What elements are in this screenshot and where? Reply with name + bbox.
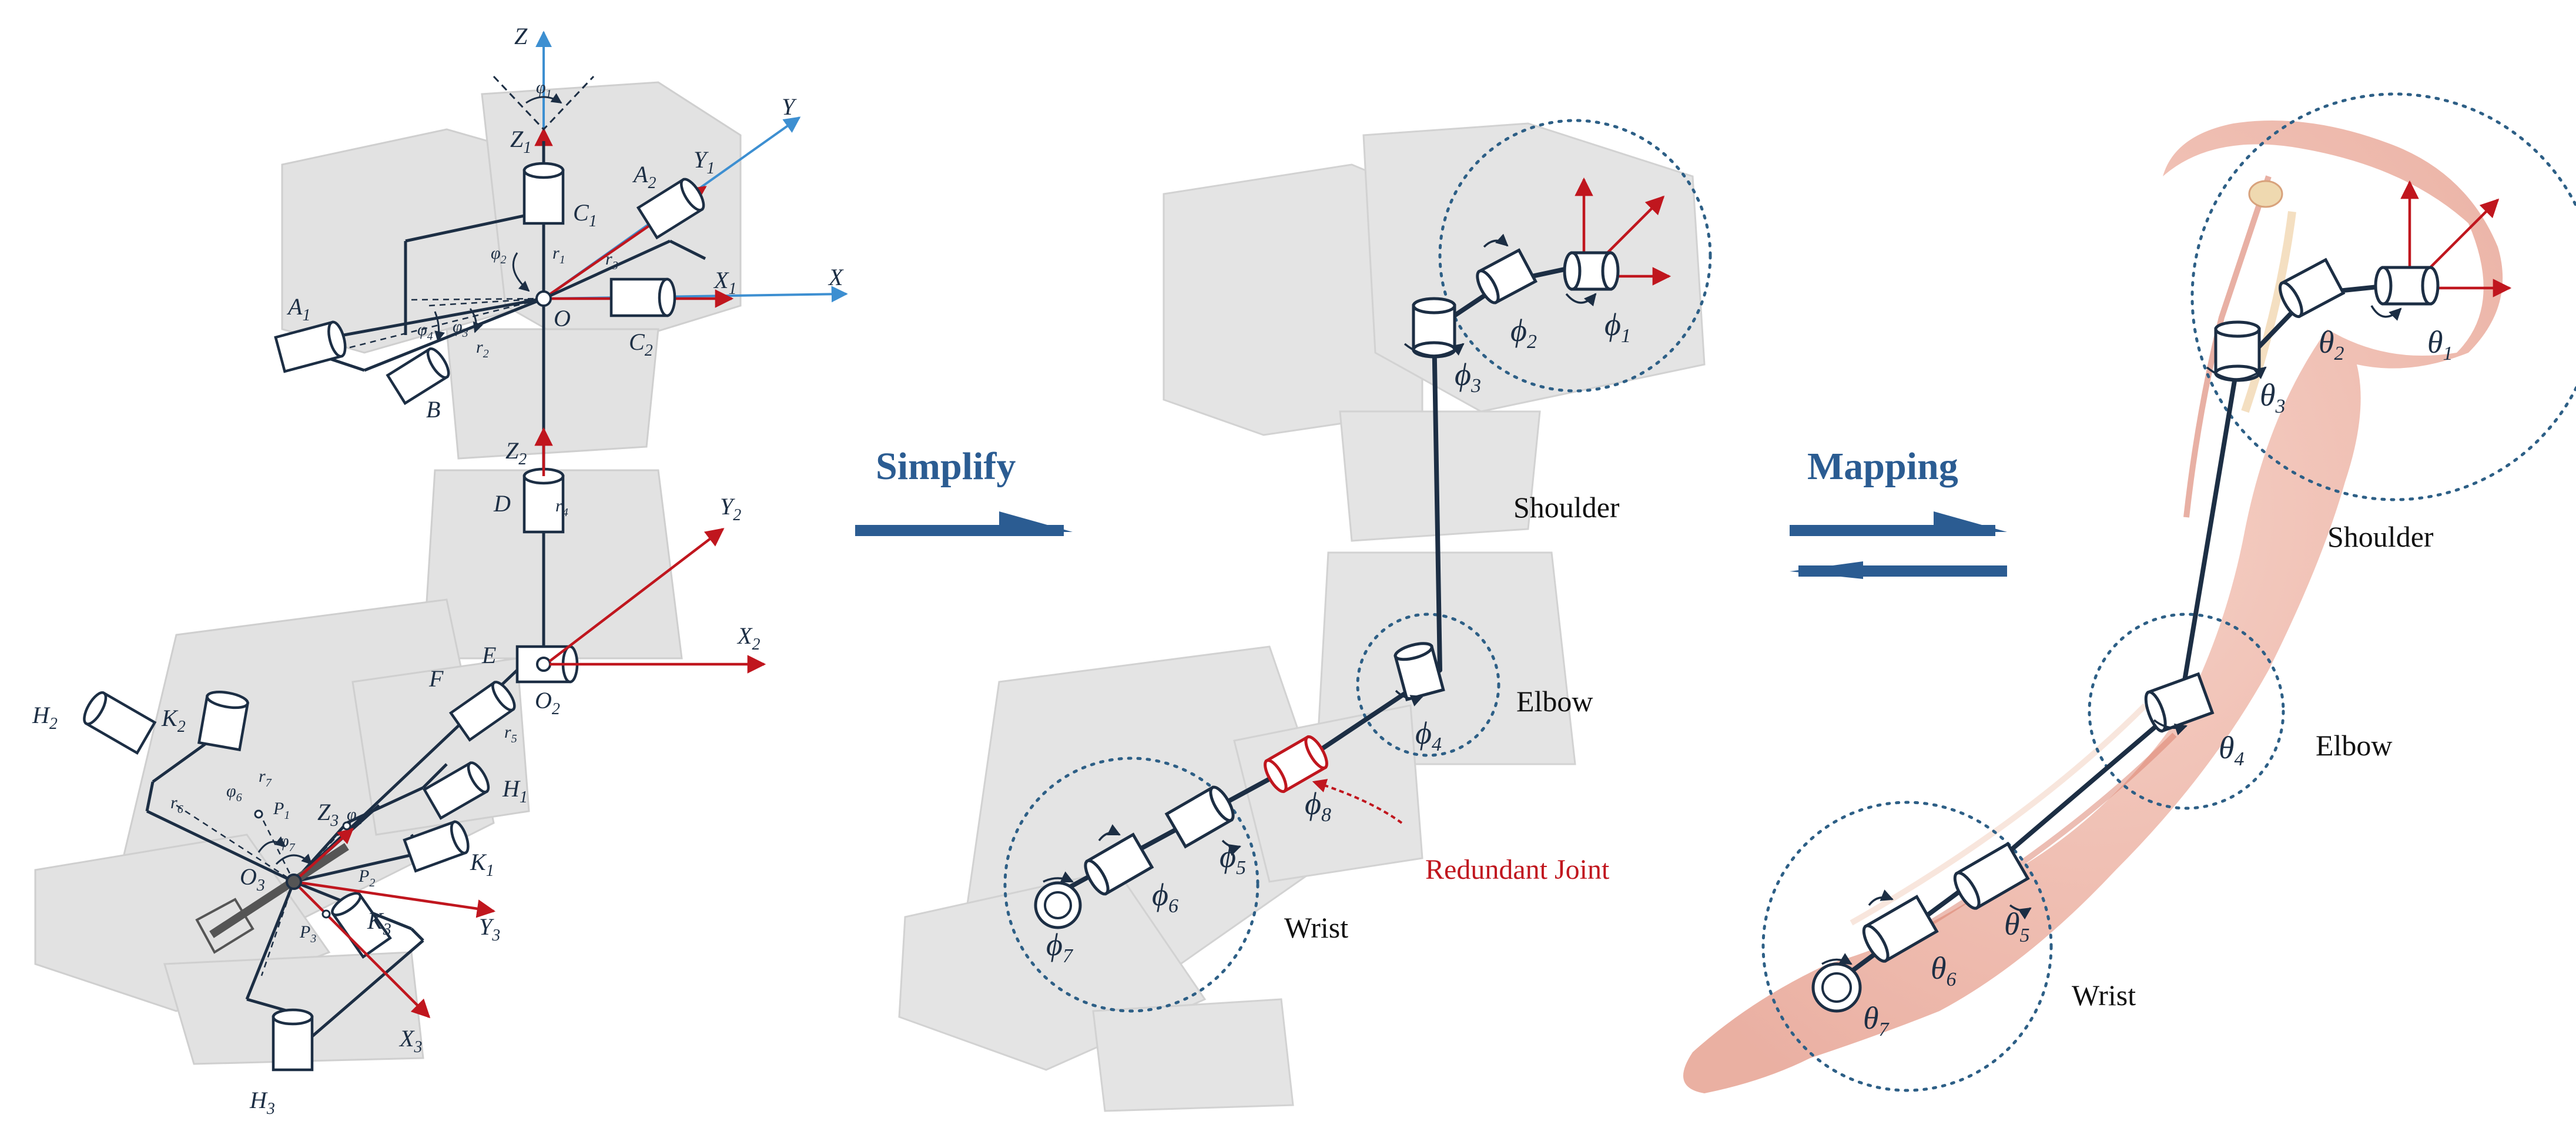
mid-label-phi8: ϕ8 — [1305, 786, 1331, 826]
label-point-B: B — [426, 396, 440, 423]
right-label-theta4: θ4 — [2219, 730, 2245, 770]
axis-Z3 — [293, 828, 354, 883]
label-point-H1: H1 — [502, 775, 528, 806]
mapping-arrows: Mapping — [1790, 445, 2007, 579]
label-Y3: Y3 — [479, 913, 500, 945]
label-point-D: D — [493, 490, 511, 517]
label-phi7: φ7 — [279, 831, 296, 854]
mid-label-phi6: ϕ6 — [1152, 877, 1178, 917]
label-axis-Y: Y — [782, 93, 797, 120]
axis-X3 — [293, 881, 431, 1019]
mid-wrist-label: Wrist — [1284, 911, 1348, 944]
label-point-F: F — [428, 665, 444, 692]
label-point-O3: O3 — [240, 863, 265, 895]
mid-label-phi3: ϕ3 — [1455, 357, 1481, 397]
label-Z2: Z2 — [505, 437, 527, 468]
mid-label-phi4: ϕ4 — [1415, 715, 1442, 755]
right-shoulder-circle — [2190, 92, 2576, 501]
mid-label-phi7: ϕ7 — [1046, 927, 1074, 967]
redundant-joint-cylinder — [1264, 735, 1328, 794]
right-wrist-label: Wrist — [2072, 979, 2136, 1012]
label-phi4: φ4 — [417, 320, 433, 343]
simplify-arrow: Simplify — [855, 445, 1073, 536]
label-r2: r2 — [476, 337, 489, 360]
label-r6: r6 — [170, 793, 183, 816]
label-point-K2: K2 — [161, 705, 186, 736]
label-point-E: E — [481, 642, 496, 668]
left-ghost-robot — [34, 81, 742, 1065]
label-Z3: Z3 — [317, 799, 339, 830]
right-label-theta6: θ6 — [1931, 950, 1957, 990]
axis-Y2 — [548, 528, 725, 662]
label-X2: X2 — [736, 622, 760, 654]
label-r3: r3 — [605, 249, 618, 272]
middle-wrist-circle — [1003, 757, 1259, 1013]
right-elbow-circle — [2088, 612, 2285, 810]
label-point-H3: H3 — [249, 1087, 275, 1118]
right-elbow-label: Elbow — [2316, 729, 2393, 762]
label-r7: r7 — [259, 767, 272, 789]
label-X3: X3 — [398, 1025, 422, 1056]
label-axis-Z: Z — [514, 23, 528, 49]
mid-shoulder-label: Shoulder — [1513, 491, 1620, 524]
mapping-label: Mapping — [1807, 445, 1958, 488]
label-point-A1: A1 — [286, 293, 310, 324]
middle-ghost-robot — [898, 122, 1706, 1112]
right-label-theta3: θ3 — [2260, 377, 2286, 417]
right-label-theta2: θ2 — [2319, 324, 2344, 364]
right-panel-human-arm: θ1 θ2 θ3 θ4 θ5 θ6 θ7 Shoulder Elbow Wris… — [1683, 92, 2576, 1093]
label-phi5: φ5 — [347, 805, 363, 828]
right-joint-cylinders — [1862, 257, 2440, 963]
label-X1: X1 — [713, 267, 736, 298]
label-Y2: Y2 — [720, 493, 741, 524]
mid-label-phi5: ϕ5 — [1220, 839, 1246, 879]
label-point-H2: H2 — [32, 702, 58, 733]
simplify-label: Simplify — [876, 445, 1016, 488]
left-wrist-cylinders — [83, 681, 516, 1072]
label-r5: r5 — [504, 722, 517, 745]
mid-elbow-label: Elbow — [1516, 685, 1593, 718]
label-point-O: O — [554, 305, 571, 332]
label-point-O2: O2 — [535, 687, 560, 718]
label-point-A2: A2 — [632, 161, 656, 192]
mid-label-phi1: ϕ1 — [1604, 307, 1631, 347]
label-point-P2: P2 — [358, 866, 375, 889]
middle-shoulder-circle — [1438, 119, 1712, 393]
left-panel-detailed-kinematics: Z Y X Z1 Y1 X1 Z2 Y2 X2 Z3 Y3 X3 O O2 O3… — [32, 23, 848, 1118]
right-shoulder-label: Shoulder — [2327, 520, 2434, 553]
label-point-P3: P3 — [299, 922, 316, 945]
right-wrist-circle — [1761, 801, 2053, 1092]
label-r4: r4 — [555, 496, 568, 519]
label-phi2: φ2 — [491, 243, 507, 266]
point-O — [535, 290, 552, 307]
mid-label-phi2: ϕ2 — [1510, 313, 1537, 353]
label-point-P1: P1 — [273, 799, 290, 822]
right-label-theta1: θ1 — [2427, 324, 2453, 364]
middle-panel-simplified-robot: ϕ1 ϕ2 ϕ3 ϕ4 ϕ5 ϕ6 ϕ7 ϕ8 Shoulder Elbow W… — [898, 119, 1712, 1112]
label-Y1: Y1 — [694, 146, 715, 178]
label-phi1: φ1 — [536, 78, 552, 101]
label-point-C2: C2 — [629, 329, 653, 360]
redundant-joint-label: Redundant Joint — [1425, 854, 1610, 885]
label-Z1: Z1 — [510, 126, 531, 157]
label-axis-X: X — [828, 264, 844, 290]
left-joint-cylinders — [274, 162, 705, 534]
label-point-K3: K3 — [367, 908, 391, 939]
label-point-C1: C1 — [573, 199, 597, 230]
label-phi3: φ3 — [453, 317, 468, 340]
right-label-theta5: θ5 — [2004, 906, 2030, 946]
point-O3 — [286, 873, 302, 890]
muscle-arm-illustration — [1683, 121, 2503, 1093]
middle-elbow-circle — [1356, 612, 1500, 757]
right-label-theta7: θ7 — [1863, 1000, 1890, 1040]
label-r1: r1 — [552, 243, 565, 266]
label-phi6: φ6 — [226, 781, 242, 804]
label-point-K1: K1 — [470, 849, 494, 880]
axis-Y3 — [293, 880, 496, 918]
